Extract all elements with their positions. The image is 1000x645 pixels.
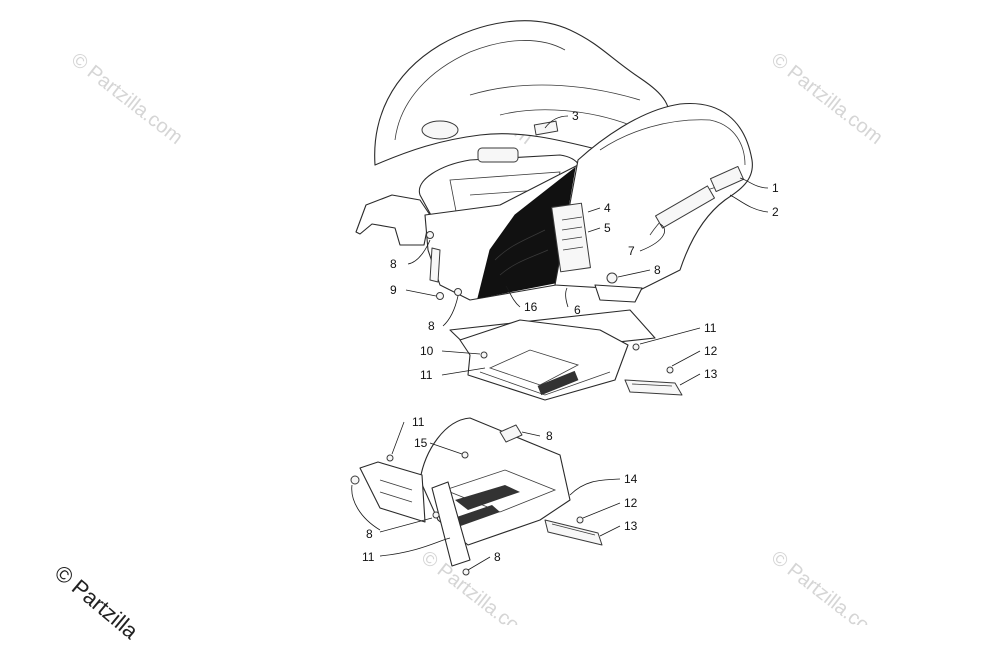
screw [432, 511, 440, 519]
callout-label: 3 [572, 109, 579, 123]
screw [480, 351, 488, 359]
callout-label: 8 [428, 319, 435, 333]
lower-fender-trim [594, 284, 643, 303]
callout-label: 5 [604, 221, 611, 235]
callout-label: 1 [772, 181, 779, 195]
screw [461, 451, 469, 459]
upper-footwell [449, 309, 683, 401]
retainer-clip [499, 424, 523, 443]
callout-label: 10 [420, 344, 434, 358]
screw [462, 568, 470, 576]
callout-label: 8 [494, 550, 501, 564]
callout-label: 12 [704, 344, 718, 358]
callout-label: 15 [414, 436, 428, 450]
callout-label: 16 [524, 300, 538, 314]
screw [576, 516, 584, 524]
left-bracket [355, 194, 431, 246]
watermark: © Partzilla.com [417, 547, 537, 625]
screw [666, 366, 674, 374]
warning-label [551, 202, 591, 273]
callout-label: 11 [420, 368, 433, 382]
side-decal [477, 166, 576, 299]
watermark: © Partzilla.com [767, 547, 887, 625]
callout-label: 11 [362, 550, 375, 564]
callout-label: 13 [624, 519, 638, 533]
callout-label: 8 [546, 429, 553, 443]
callouts: 1 2 3 4 5 6 7 8 8 9 8 16 10 11 11 12 13 … [362, 109, 779, 564]
screw [386, 454, 394, 462]
callout-label: 14 [624, 472, 638, 486]
pin-fastener [429, 247, 441, 283]
watermark: © Partzilla.com [67, 49, 187, 149]
lower-footwell-body [419, 417, 571, 546]
fastener [454, 288, 462, 296]
front-panel [431, 481, 471, 567]
callout-label: 4 [604, 201, 611, 215]
screw [632, 343, 640, 351]
footwell-grip-pad [537, 370, 579, 396]
rear-fender-body [355, 20, 753, 303]
heel-guard [624, 379, 683, 396]
cup-holder [421, 120, 459, 140]
lower-footwell [350, 417, 603, 576]
heel-guard [544, 519, 603, 546]
top-label [533, 120, 559, 136]
fender-vent [709, 166, 745, 192]
lower-grip-pad-2 [448, 505, 500, 528]
left-mudguard [359, 461, 426, 523]
fastener [426, 231, 434, 239]
callout-label: 6 [574, 303, 581, 317]
fender-emblem [655, 185, 715, 229]
callout-label: 8 [366, 527, 373, 541]
callout-label: 11 [704, 321, 717, 335]
lower-grip-pad [455, 485, 520, 510]
callout-label: 8 [390, 257, 397, 271]
fastener [606, 272, 618, 284]
push-rivet [436, 292, 444, 300]
callout-label: 9 [390, 283, 397, 297]
leader-lines [351, 115, 769, 571]
screw [350, 475, 360, 485]
callout-label: 8 [654, 263, 661, 277]
callout-label: 12 [624, 496, 638, 510]
callout-label: 7 [628, 244, 635, 258]
callout-label: 2 [772, 205, 779, 219]
callout-label: 13 [704, 367, 718, 381]
right-fender [554, 102, 753, 291]
watermark: © Partzilla.com [767, 49, 887, 149]
callout-label: 11 [412, 415, 425, 429]
seat-latch [477, 147, 519, 163]
parts-diagram: © Partzilla.com © Partzilla.com © Partzi… [67, 20, 887, 625]
